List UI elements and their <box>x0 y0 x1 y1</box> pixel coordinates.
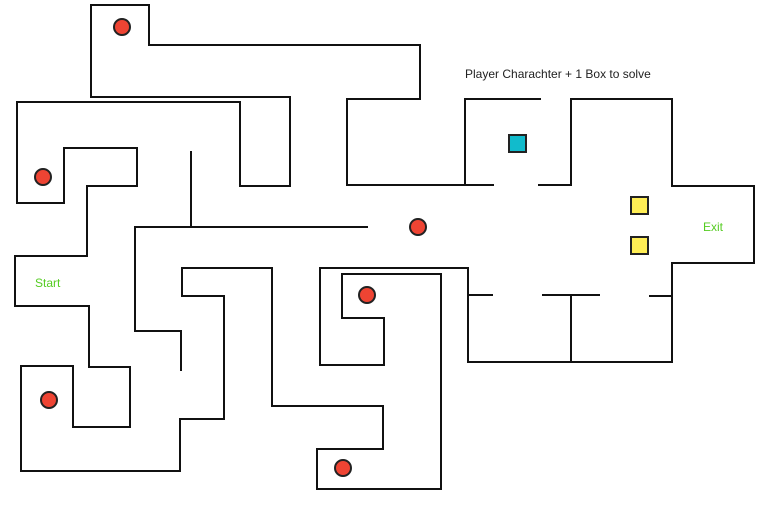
maze-walls <box>14 4 755 490</box>
enemy-icon <box>34 168 52 186</box>
enemy-icon <box>113 18 131 36</box>
exit-label: Exit <box>703 220 724 234</box>
box-icon <box>630 236 649 255</box>
wall-segment <box>464 98 541 186</box>
wall-segment <box>14 4 755 490</box>
diagram-title: Player Charachter + 1 Box to solve <box>465 67 651 81</box>
enemy-icon <box>409 218 427 236</box>
start-label: Start <box>35 276 61 290</box>
boxes <box>630 196 649 255</box>
player-character-icon <box>508 134 527 153</box>
box-icon <box>630 196 649 215</box>
wall-segment <box>90 4 466 186</box>
enemy-icon <box>334 459 352 477</box>
enemy-icon <box>358 286 376 304</box>
enemy-icon <box>40 391 58 409</box>
wall-segment <box>134 226 368 371</box>
enemies <box>34 18 427 477</box>
